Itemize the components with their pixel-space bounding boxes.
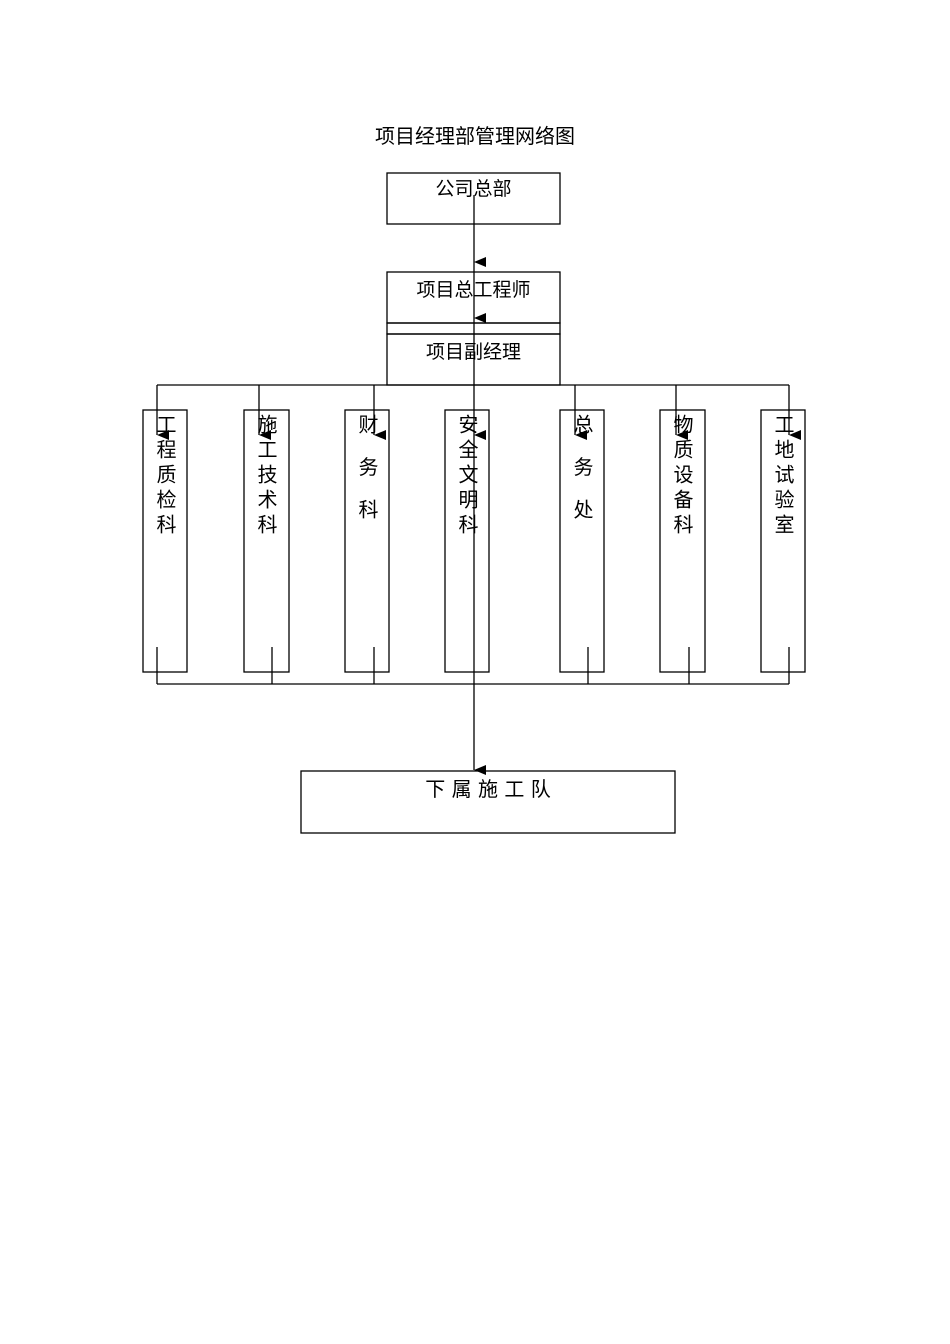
dept-label-safety: 安全文明科 bbox=[455, 414, 479, 539]
chief-engineer-label: 项目总工程师 bbox=[416, 279, 531, 301]
company-label: 公司总部 bbox=[435, 178, 512, 200]
dept-label-lab: 工地试验室 bbox=[771, 414, 795, 539]
dept-label-quality: 工程质检科 bbox=[153, 414, 177, 539]
dept-label-materials: 物质设备科 bbox=[670, 414, 694, 539]
department-boxes bbox=[142, 409, 806, 673]
dept-box bbox=[344, 409, 390, 673]
teams-box bbox=[300, 770, 676, 834]
dept-box bbox=[659, 409, 706, 673]
dept-box bbox=[142, 409, 188, 673]
teams-label: 下 属 施 工 队 bbox=[425, 777, 551, 801]
dept-box bbox=[559, 409, 605, 673]
dept-label-general-affairs: 总 务 处 bbox=[570, 414, 594, 527]
dept-label-finance: 财 务 科 bbox=[355, 414, 379, 527]
dept-box bbox=[760, 409, 806, 673]
dept-box bbox=[444, 409, 490, 673]
deputy-manager-label: 项目副经理 bbox=[425, 341, 521, 363]
dept-box bbox=[243, 409, 290, 673]
dept-label-technical: 施工技术科 bbox=[254, 414, 278, 539]
page-title: 项目经理部管理网络图 bbox=[375, 124, 575, 148]
